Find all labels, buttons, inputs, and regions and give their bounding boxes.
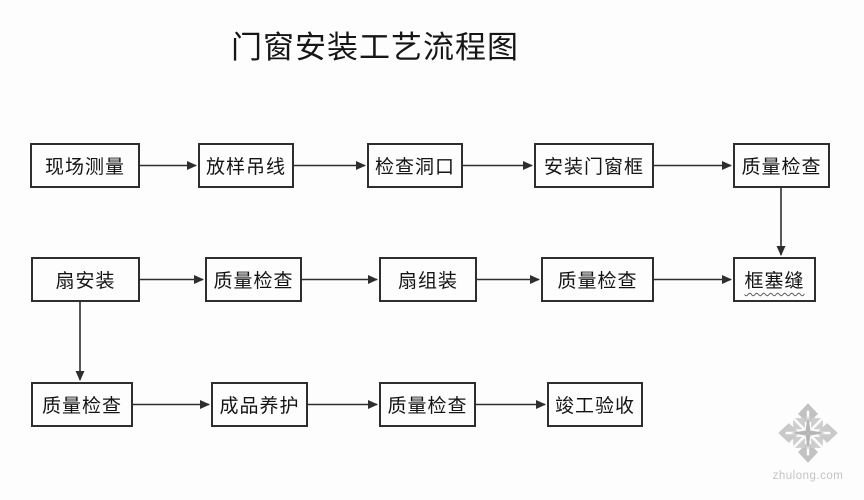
- watermark: zhulong.com: [760, 402, 856, 482]
- node-sash-assembly: 扇组装: [379, 257, 477, 302]
- node-quality-check-1: 质量检查: [733, 143, 830, 188]
- node-check-opening: 检查洞口: [367, 143, 463, 188]
- node-completion-acceptance: 竣工验收: [547, 382, 643, 427]
- node-finished-product-protection: 成品养护: [211, 382, 308, 427]
- node-sash-install: 扇安装: [31, 257, 140, 302]
- node-frame-caulking: 框塞缝: [733, 257, 816, 302]
- page-title: 门窗安装工艺流程图: [231, 30, 519, 65]
- node-quality-check-2: 质量检查: [205, 257, 302, 302]
- node-site-measurement: 现场测量: [30, 143, 140, 188]
- node-lofting-hanging-line: 放样吊线: [198, 143, 294, 188]
- zhulong-logo-icon: [778, 403, 838, 463]
- node-quality-check-3: 质量检查: [541, 257, 654, 302]
- node-quality-check-5: 质量检查: [379, 382, 476, 427]
- watermark-text: zhulong.com: [772, 470, 844, 482]
- node-install-door-window-frame: 安装门窗框: [534, 143, 654, 188]
- node-quality-check-4: 质量检查: [31, 382, 133, 427]
